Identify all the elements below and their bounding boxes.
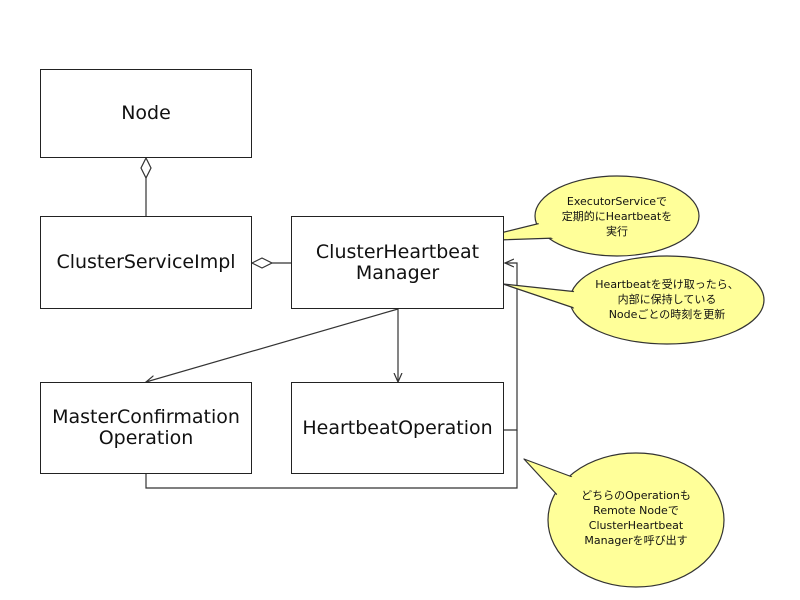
callback-line-heartbeat-op [504, 263, 518, 431]
note-pointer-heartbeat-receive [502, 283, 581, 311]
note-bubble-fill-heartbeat-receive [572, 258, 762, 342]
class-box-cluster-heartbeat-manager: ClusterHeartbeat Manager [291, 216, 504, 309]
note-text-operations-call: どちらのOperationも Remote Nodeで ClusterHeart… [581, 489, 691, 547]
aggregation-diamond-service [250, 257, 274, 269]
note-text-executor: ExecutorServiceで 定期的にHeartbeatを 実行 [561, 195, 673, 238]
class-box-master-confirmation-operation: MasterConfirmation Operation [40, 382, 252, 474]
note-text-heartbeat-receive: Heartbeatを受け取ったら、 内部に保持している Nodeごとの時刻を更新 [595, 278, 739, 321]
arrow-manager-to-master [146, 308, 399, 382]
note-bubble-fill-executor [537, 178, 697, 254]
class-name-cluster-heartbeat-manager: ClusterHeartbeat Manager [315, 240, 480, 284]
class-name-node: Node [121, 102, 171, 124]
class-box-node: Node [40, 69, 252, 158]
note-bubble-fill-operations-call [550, 455, 722, 585]
callback-line-master [145, 430, 518, 489]
class-name-cluster-service-impl: ClusterServiceImpl [56, 251, 236, 273]
class-box-heartbeat-operation: HeartbeatOperation [291, 382, 504, 474]
class-name-master-confirmation-operation: MasterConfirmation Operation [52, 406, 240, 449]
class-name-heartbeat-operation: HeartbeatOperation [302, 416, 493, 439]
class-box-cluster-service-impl: ClusterServiceImpl [40, 216, 252, 309]
aggregation-diamond-node [140, 156, 152, 180]
